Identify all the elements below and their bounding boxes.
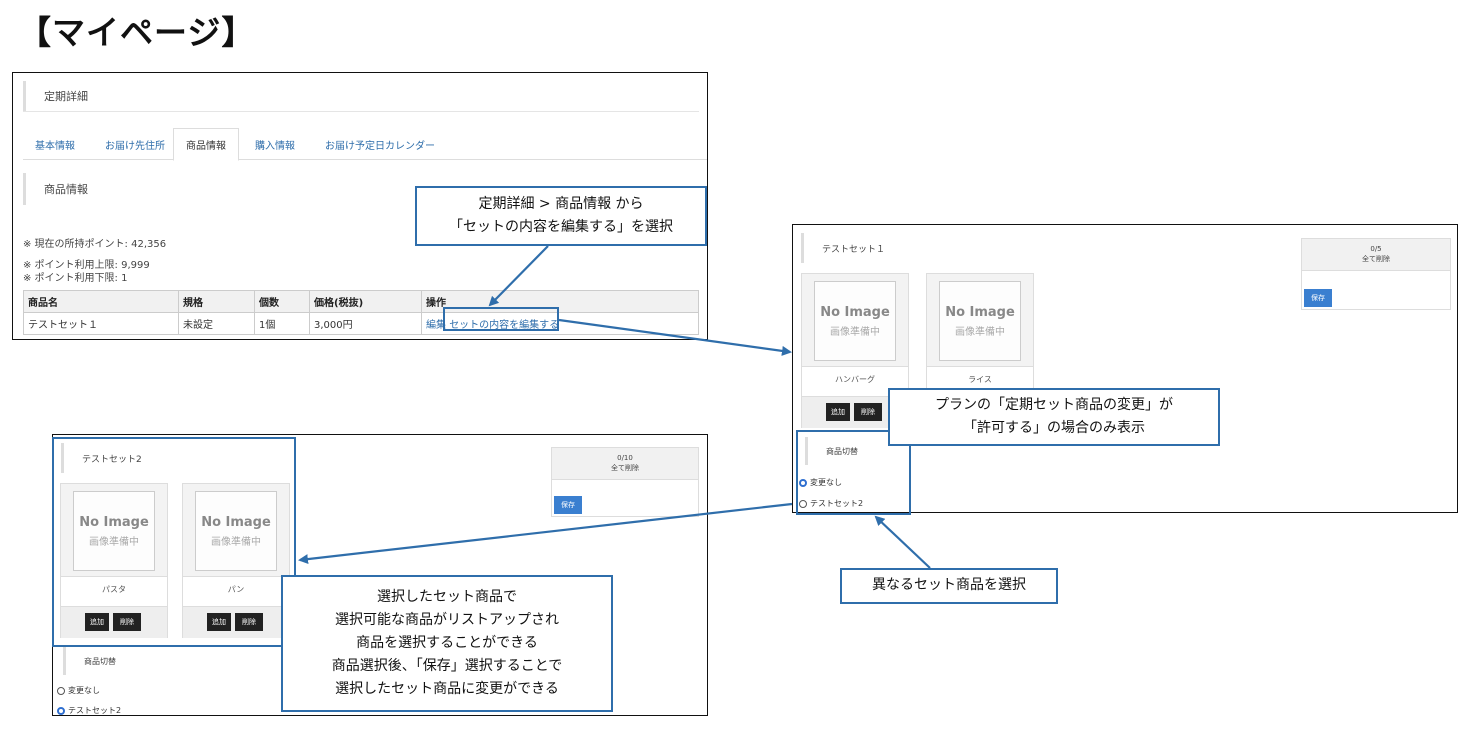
product-actions: 追加 削除 (61, 606, 167, 638)
radio-test-set-2[interactable]: テストセット2 (799, 498, 863, 509)
radio-no-change[interactable]: 変更なし (57, 685, 100, 696)
preparing-text: 画像準備中 (89, 536, 139, 548)
product-card: No Image 画像準備中 パスタ 追加 削除 (60, 483, 168, 638)
note-current-points: ※ 現在の所持ポイント: 42,356 (23, 239, 167, 250)
preparing-text: 画像準備中 (211, 536, 261, 548)
preparing-text: 画像準備中 (830, 326, 880, 338)
callout-select-other-set: 異なるセット商品を選択 (840, 568, 1058, 604)
callout-line: 「セットの内容を編集する」を選択 (449, 219, 673, 235)
radio-test-set-2[interactable]: テストセット2 (57, 705, 122, 715)
callout-line: 選択したセット商品に変更ができる (335, 681, 559, 698)
section-title-set1: テストセット１ (801, 233, 885, 263)
callout-line: 「許可する」の場合のみ表示 (963, 420, 1145, 436)
callout-select-edit: 定期詳細 > 商品情報 から 「セットの内容を編集する」を選択 (415, 186, 707, 246)
callout-line: 選択したセット商品で (377, 588, 517, 605)
col-spec: 規格 (178, 290, 255, 313)
radio-label: 変更なし (810, 478, 842, 487)
selection-summary-box: 0/10 全て削除 保存 (551, 447, 699, 517)
section-title-product-switch: 商品切替 (63, 647, 116, 675)
product-image-area: No Image 画像準備中 (802, 274, 908, 367)
selection-summary-box: 0/5 全て削除 保存 (1301, 238, 1451, 310)
tab-delivery-calendar[interactable]: お届け予定日カレンダー (325, 140, 435, 152)
no-image-placeholder: No Image 画像準備中 (195, 491, 277, 571)
cell-qty: 1個 (254, 312, 310, 335)
section-title-subscription: 定期詳細 (23, 81, 88, 111)
delete-all-link[interactable]: 全て削除 (1362, 254, 1390, 263)
delete-button[interactable]: 削除 (113, 613, 141, 631)
radio-label: テストセット2 (68, 706, 122, 715)
note-point-limit-upper: ※ ポイント利用上限: 9,999 (23, 260, 150, 271)
tab-purchase-info[interactable]: 購入情報 (255, 140, 295, 152)
table-header-row: 商品名 規格 個数 価格(税抜) 操作 (23, 290, 699, 313)
radio-unchecked-icon (57, 686, 65, 695)
product-image-area: No Image 画像準備中 (927, 274, 1033, 367)
selection-counter-header: 0/5 全て削除 (1302, 239, 1450, 271)
arrow-switch-to-panel (298, 502, 793, 565)
note-point-limit-lower: ※ ポイント利用下限: 1 (23, 273, 128, 284)
product-name: ハンバーグ (835, 375, 875, 384)
arrow-callout-to-switch (874, 515, 931, 569)
add-button[interactable]: 追加 (826, 403, 850, 421)
edit-link[interactable]: 編集 (426, 320, 446, 331)
radio-label: テストセット2 (810, 499, 864, 508)
save-button[interactable]: 保存 (554, 496, 582, 514)
section-title-product-switch: 商品切替 (805, 437, 858, 465)
divider (23, 111, 699, 112)
callout-line: 商品選択後、「保存」選択することで (331, 658, 563, 675)
product-actions: 追加 削除 (183, 606, 289, 638)
delete-button[interactable]: 削除 (235, 613, 263, 631)
no-image-text: No Image (201, 514, 271, 530)
no-image-text: No Image (79, 514, 149, 530)
radio-label: 変更なし (68, 686, 100, 695)
arrow-edit-link-to-panel (558, 318, 792, 356)
add-button[interactable]: 追加 (207, 613, 231, 631)
selection-counter: 0/10 (617, 454, 633, 463)
no-image-placeholder: No Image 画像準備中 (939, 281, 1021, 361)
no-image-placeholder: No Image 画像準備中 (73, 491, 155, 571)
callout-product-listing: 選択したセット商品で 選択可能な商品がリストアップされ 商品を選択することができ… (281, 575, 613, 712)
radio-checked-icon (57, 706, 65, 715)
product-name: パン (227, 585, 245, 594)
no-image-text: No Image (945, 304, 1015, 320)
product-name: パスタ (102, 585, 126, 594)
tab-delivery-address[interactable]: お届け先住所 (105, 140, 165, 152)
col-qty: 個数 (254, 290, 310, 313)
detail-tabs: 基本情報 お届け先住所 商品情報 購入情報 お届け予定日カレンダー (23, 128, 707, 161)
product-image-area: No Image 画像準備中 (61, 484, 167, 577)
product-image-area: No Image 画像準備中 (183, 484, 289, 577)
page-heading: 【マイページ】 (18, 13, 256, 52)
arrow-callout-to-edit-link (488, 245, 549, 307)
preparing-text: 画像準備中 (955, 326, 1005, 338)
callout-line: 定期詳細 > 商品情報 から (478, 195, 644, 212)
no-image-text: No Image (820, 304, 890, 320)
no-image-placeholder: No Image 画像準備中 (814, 281, 896, 361)
callout-line: 異なるセット商品を選択 (872, 577, 1026, 594)
delete-button[interactable]: 削除 (854, 403, 882, 421)
callout-line: プランの「定期セット商品の変更」が (935, 396, 1173, 413)
callout-plan-permission: プランの「定期セット商品の変更」が 「許可する」の場合のみ表示 (888, 388, 1220, 446)
callout-line: 選択可能な商品がリストアップされ (335, 611, 559, 628)
highlight-product-list (52, 437, 296, 647)
tab-basic-info[interactable]: 基本情報 (35, 140, 75, 152)
product-name: ライス (968, 375, 992, 384)
callout-line: 商品を選択することができる (356, 634, 538, 651)
highlight-edit-set-link (443, 307, 559, 331)
tab-product-info[interactable]: 商品情報 (173, 128, 239, 161)
radio-no-change[interactable]: 変更なし (799, 477, 842, 488)
product-card: No Image 画像準備中 パン 追加 削除 (182, 483, 290, 638)
section-title-set2: テストセット2 (61, 443, 142, 473)
radio-checked-icon (799, 478, 807, 487)
selection-counter: 0/5 (1370, 245, 1382, 254)
selection-counter-header: 0/10 全て削除 (552, 448, 698, 480)
delete-all-link[interactable]: 全て削除 (611, 463, 639, 472)
save-button[interactable]: 保存 (1304, 289, 1332, 307)
section-title-product-info: 商品情報 (23, 173, 88, 205)
add-button[interactable]: 追加 (85, 613, 109, 631)
edit-set-contents-link[interactable]: セットの内容を編集する (449, 320, 560, 331)
radio-unchecked-icon (799, 499, 807, 508)
highlight-product-switch (796, 430, 911, 515)
